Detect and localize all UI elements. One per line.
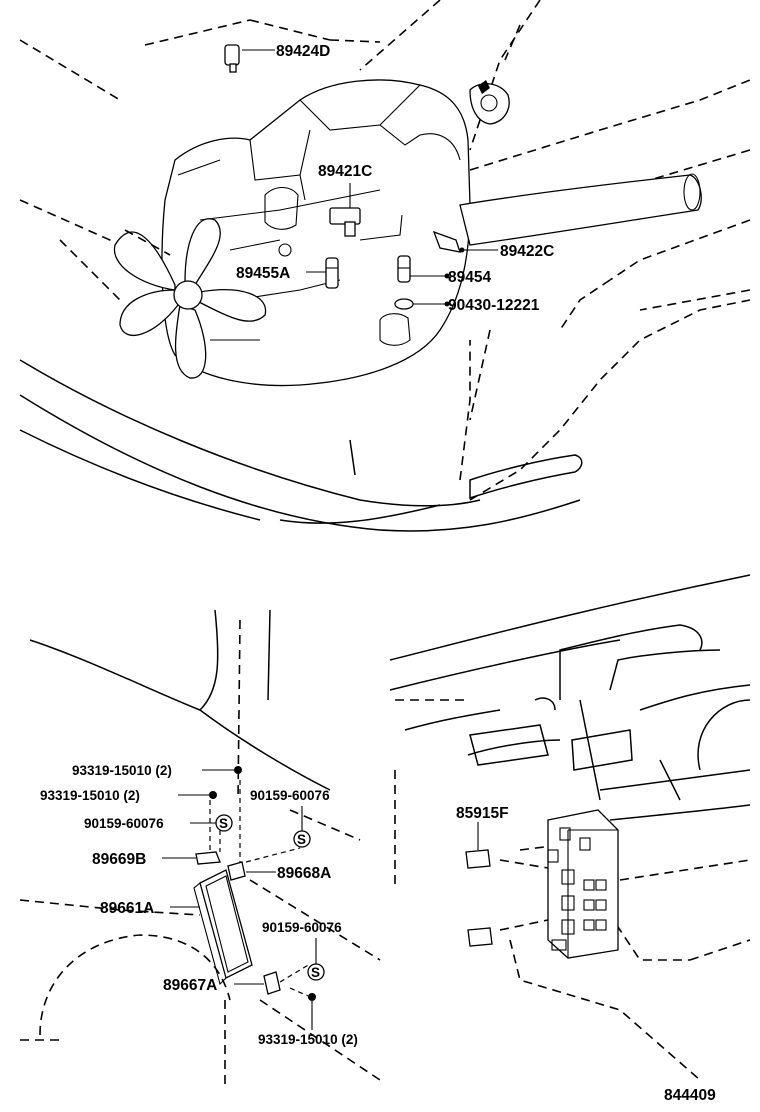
callout-89668A: 89668A — [277, 865, 331, 882]
svg-text:S: S — [297, 832, 306, 847]
bracket-89667A[interactable] — [234, 963, 311, 995]
callout-89421C: 89421C — [318, 163, 372, 180]
bracket-89668A[interactable] — [227, 780, 301, 881]
bolt-93319-c[interactable] — [289, 987, 316, 1030]
svg-text:S: S — [219, 816, 228, 831]
gasket-90430-12221[interactable] — [394, 298, 450, 310]
callout-90430-12221: 90430-12221 — [448, 297, 540, 314]
ecu-89661A[interactable] — [170, 869, 253, 986]
sensor-89424D[interactable] — [224, 44, 275, 73]
marker-s-left: S — [190, 814, 233, 832]
sensor-89454[interactable] — [397, 255, 450, 283]
diagram-code: 844409 — [664, 1087, 716, 1104]
callout-89454: 89454 — [448, 269, 491, 286]
relay-lower[interactable] — [467, 927, 493, 947]
callout-90159-a: 90159-60076 — [84, 816, 164, 831]
callout-89667A: 89667A — [163, 977, 217, 994]
callout-93319-b: 93319-15010 (2) — [40, 788, 140, 803]
callout-93319-a: 93319-15010 (2) — [72, 763, 172, 778]
callout-89422C: 89422C — [500, 243, 554, 260]
sensor-top-right[interactable] — [469, 80, 510, 125]
callout-90159-b: 90159-60076 — [250, 788, 330, 803]
callout-89669B: 89669B — [92, 851, 146, 868]
ecu-area-illustration — [19, 609, 381, 1090]
dashboard-illustration — [389, 574, 751, 1081]
cooling-fan-illustration — [113, 218, 267, 379]
callout-93319-c: 93319-15010 (2) — [258, 1032, 358, 1047]
marker-s-middle: S — [293, 806, 311, 848]
engine-bay-illustration — [19, 0, 751, 532]
relay-85915F[interactable] — [465, 822, 491, 869]
bolt-93319-a[interactable] — [202, 766, 242, 774]
marker-s-lower: S — [307, 938, 325, 981]
sensor-89455A[interactable] — [306, 257, 339, 289]
sensor-89421C[interactable] — [329, 183, 361, 237]
svg-text:S: S — [311, 965, 320, 980]
bolt-93319-b[interactable] — [178, 791, 217, 799]
callout-89424D: 89424D — [276, 43, 330, 60]
sensor-89422C[interactable] — [432, 230, 498, 253]
callout-90159-c: 90159-60076 — [262, 920, 342, 935]
callout-89455A: 89455A — [236, 265, 290, 282]
callout-89661A: 89661A — [100, 900, 154, 917]
bracket-89669B[interactable] — [162, 800, 221, 865]
junction-block[interactable] — [547, 809, 619, 959]
callout-85915F: 85915F — [456, 805, 509, 822]
